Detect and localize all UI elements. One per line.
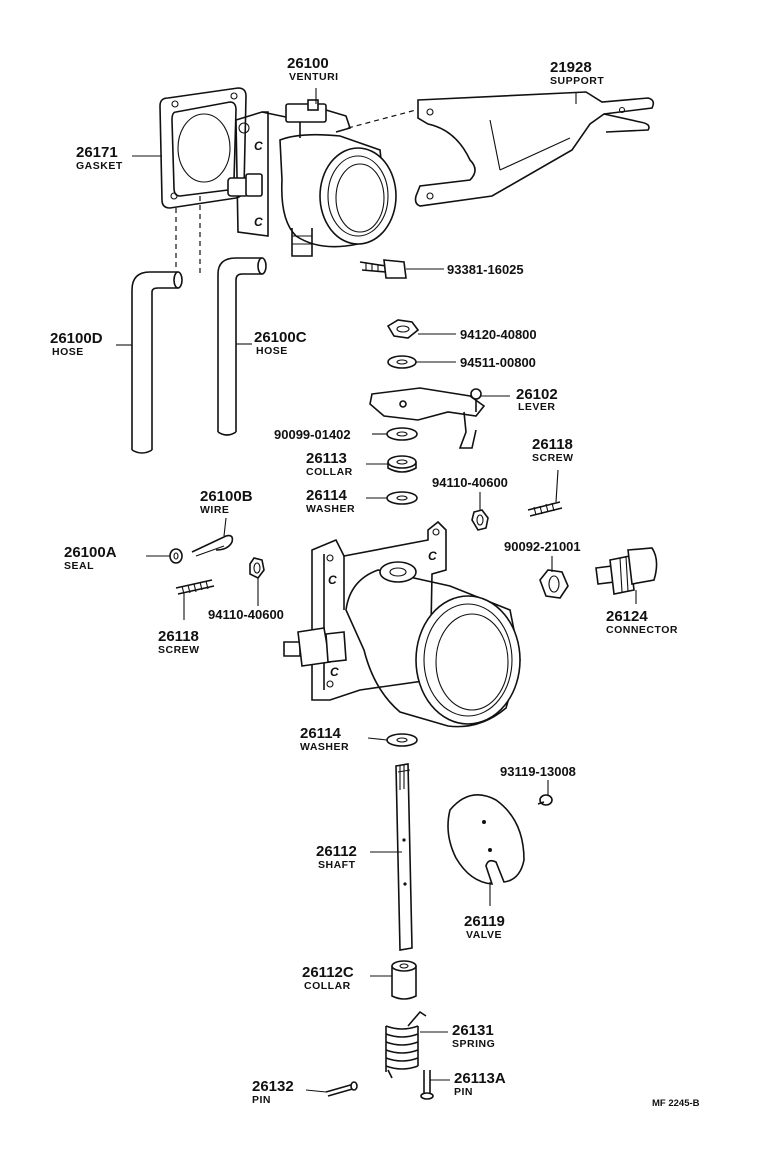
screw-drawing	[527, 501, 563, 517]
part-number: 90099-01402	[274, 427, 351, 442]
screw-drawing	[537, 794, 553, 806]
part-name: PIN	[454, 1086, 473, 1098]
part-number: 26100	[287, 55, 329, 72]
part-number: 26100C	[254, 329, 307, 346]
part-number: 26132	[252, 1078, 294, 1095]
part-name: SEAL	[64, 560, 94, 572]
body-mark-c: C	[328, 573, 337, 587]
lever-drawing	[369, 387, 486, 449]
spring-drawing	[385, 1010, 427, 1079]
nut-drawing	[539, 569, 569, 599]
part-number: 26100A	[64, 544, 117, 561]
part-name: SPRING	[452, 1038, 495, 1050]
screw-drawing	[175, 579, 215, 595]
washer-drawing	[386, 491, 418, 505]
part-number: 26119	[464, 913, 505, 930]
part-number: 94110-40600	[208, 607, 284, 622]
part-name: SHAFT	[318, 859, 356, 871]
nut-drawing	[471, 509, 489, 531]
part-name: COLLAR	[304, 980, 351, 992]
hose-c-drawing	[217, 257, 267, 436]
part-name: HOSE	[52, 346, 84, 358]
part-number: 94110-40600	[432, 475, 508, 490]
venturi-drawing: C C	[227, 99, 397, 257]
seal-drawing	[169, 548, 183, 564]
body-mark-c: C	[330, 665, 339, 679]
part-number: 26100D	[50, 330, 103, 347]
part-labels: 26100 VENTURI 21928 SUPPORT 26171 GASKET…	[50, 55, 700, 1109]
support-bracket-drawing	[414, 91, 655, 207]
part-name: HOSE	[256, 345, 288, 357]
part-number: 26114	[306, 487, 348, 504]
part-number: 26124	[606, 608, 648, 625]
nut-drawing	[249, 557, 265, 580]
part-number: 26112	[316, 843, 357, 860]
part-name: SCREW	[158, 644, 200, 656]
part-number: 26171	[76, 144, 118, 161]
lock-washer-drawing	[387, 355, 417, 369]
part-number: 90092-21001	[504, 539, 581, 554]
bolt-drawing	[359, 259, 407, 279]
part-name: CONNECTOR	[606, 624, 678, 636]
pin-drawing	[325, 1081, 358, 1097]
nut-drawing	[386, 319, 420, 339]
body-mark-c: C	[254, 139, 263, 153]
part-name: SUPPORT	[550, 75, 604, 87]
leader-lines	[116, 88, 637, 1093]
assembly-dashes	[175, 109, 417, 276]
gasket-drawing	[159, 87, 247, 209]
hose-d-drawing	[131, 271, 183, 454]
part-number: 94120-40800	[460, 327, 537, 342]
part-number: 26113A	[454, 1070, 506, 1087]
connector-drawing	[595, 547, 658, 595]
part-number: 21928	[550, 59, 592, 76]
collar-drawing	[391, 960, 417, 1000]
part-name: WASHER	[306, 503, 355, 515]
part-name: SCREW	[532, 452, 574, 464]
part-number: 26118	[532, 436, 573, 453]
washer-drawing	[386, 427, 418, 441]
diagram-reference: MF 2245-B	[652, 1098, 700, 1109]
part-number: 26114	[300, 725, 342, 742]
part-number: 26118	[158, 628, 199, 645]
valve-drawing	[447, 794, 525, 885]
part-number: 93119-13008	[500, 764, 576, 779]
part-number: 26113	[306, 450, 347, 467]
throttle-body-drawing: C C C	[283, 520, 521, 728]
part-name: PIN	[252, 1094, 271, 1106]
part-number: 94511-00800	[460, 355, 536, 370]
part-name: WIRE	[200, 504, 229, 516]
part-name: COLLAR	[306, 466, 353, 478]
body-mark-c: C	[428, 549, 437, 563]
part-number: 26131	[452, 1022, 494, 1039]
part-number: 93381-16025	[447, 262, 524, 277]
part-name: VENTURI	[289, 71, 339, 83]
part-number: 26112C	[302, 964, 354, 981]
collar-drawing	[387, 455, 417, 473]
pin-drawing	[420, 1070, 434, 1100]
shaft-drawing	[395, 763, 413, 951]
part-number: 26100B	[200, 488, 253, 505]
wire-drawing	[191, 534, 234, 557]
part-name: LEVER	[518, 401, 556, 413]
washer-drawing	[386, 733, 418, 747]
part-name: GASKET	[76, 160, 123, 172]
body-mark-c: C	[254, 215, 263, 229]
part-number: 26102	[516, 386, 558, 403]
part-name: VALVE	[466, 929, 502, 941]
part-name: WASHER	[300, 741, 349, 753]
